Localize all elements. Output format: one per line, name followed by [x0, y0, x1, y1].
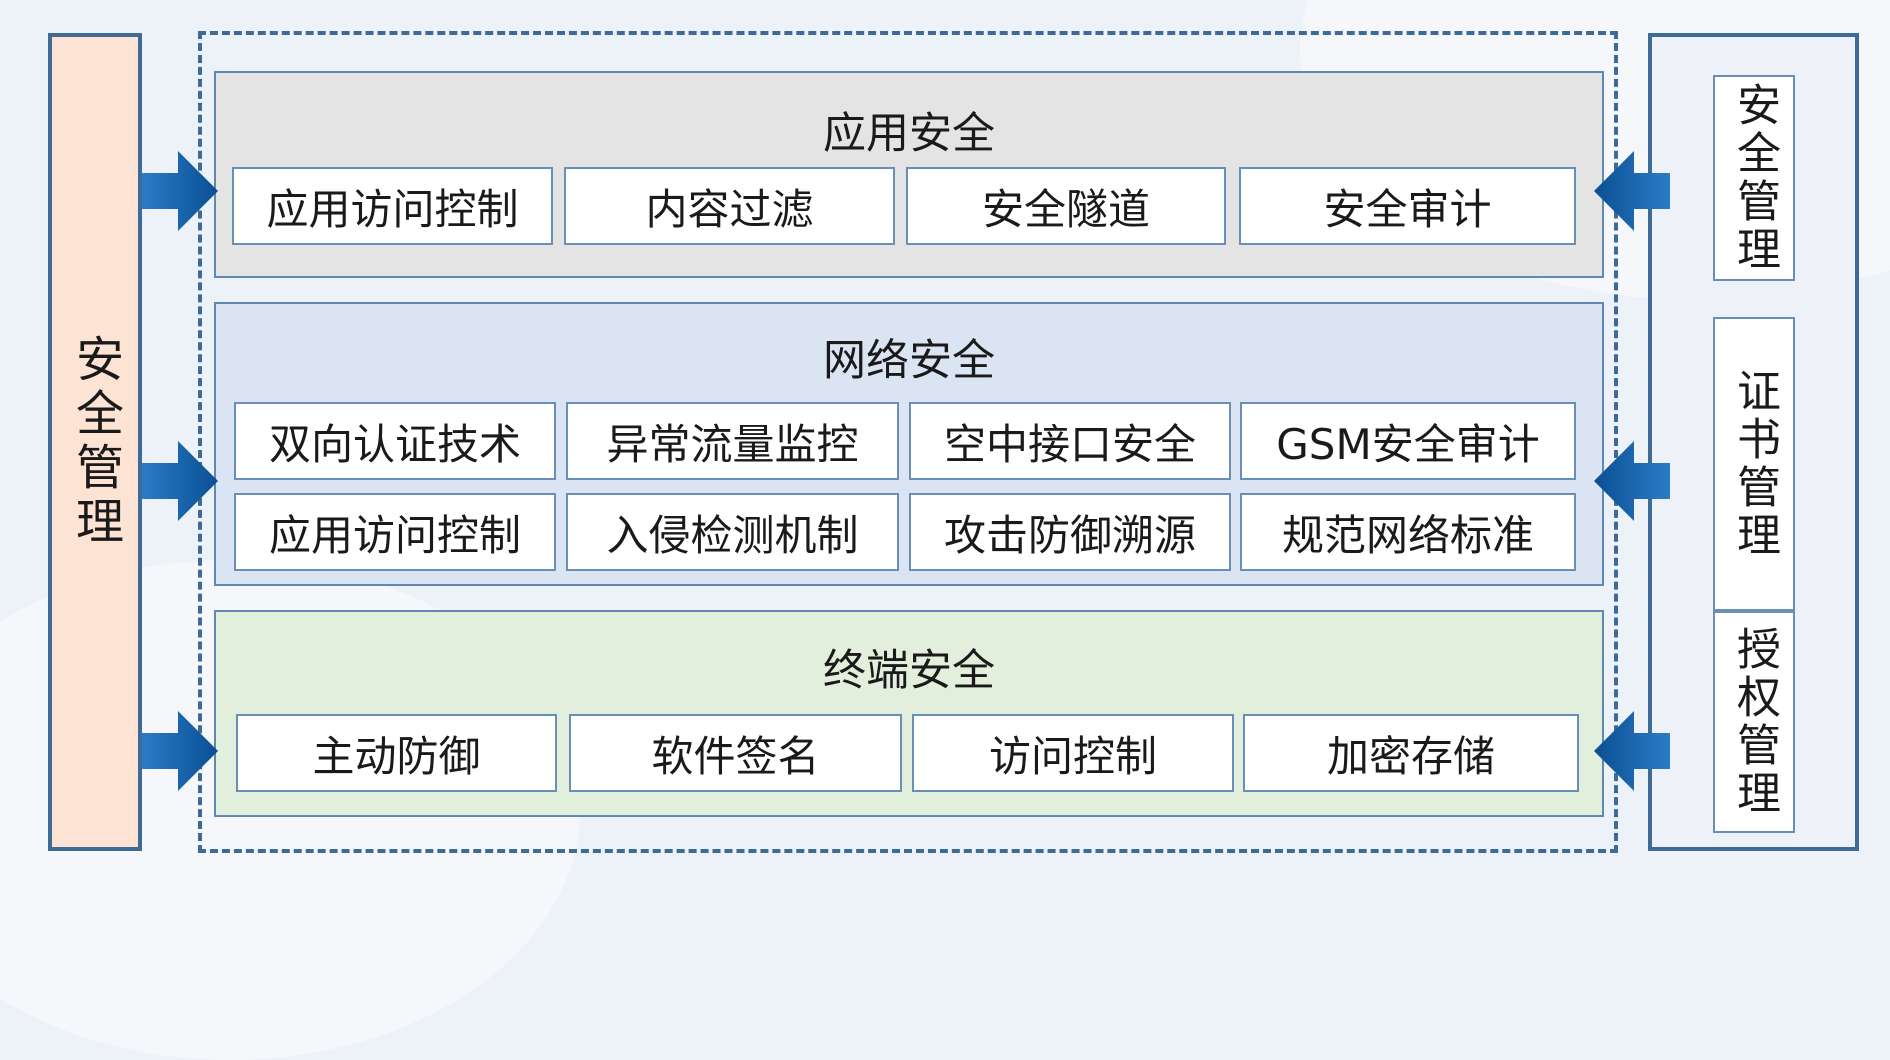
layer-item: 安全审计 [1239, 167, 1576, 245]
layer-item: 安全隧道 [906, 167, 1226, 245]
layer-item: 主动防御 [236, 714, 557, 792]
layer-item: 应用访问控制 [234, 493, 556, 571]
layer-item: GSM安全审计 [1240, 402, 1576, 480]
layer-item: 攻击防御溯源 [909, 493, 1231, 571]
arrow-left-icon [1594, 711, 1670, 791]
layer-item: 空中接口安全 [909, 402, 1231, 480]
arrow-right-icon [142, 151, 218, 231]
security-layers-frame [198, 31, 1618, 853]
layer-item: 规范网络标准 [1240, 493, 1576, 571]
layer-item: 内容过滤 [564, 167, 895, 245]
network-security-layer: 网络安全 双向认证技术 异常流量监控 空中接口安全 GSM安全审计 应用访问控制… [214, 302, 1604, 586]
right-item-certificate-management: 证书管理 [1713, 317, 1795, 611]
layer-item: 异常流量监控 [566, 402, 899, 480]
arrow-left-icon [1594, 151, 1670, 231]
left-bar-label: 安全管理 [67, 334, 123, 550]
left-security-management-bar: 安全管理 [48, 33, 142, 851]
right-item-security-management: 安全管理 [1713, 75, 1795, 281]
layer-item: 加密存储 [1243, 714, 1579, 792]
right-item-label: 安全管理 [1729, 82, 1780, 274]
right-item-label: 证书管理 [1729, 368, 1780, 560]
layer-item: 访问控制 [912, 714, 1234, 792]
arrow-right-icon [142, 441, 218, 521]
application-security-layer: 应用安全 应用访问控制 内容过滤 安全隧道 安全审计 [214, 71, 1604, 278]
arrow-left-icon [1594, 441, 1670, 521]
arrow-right-icon [142, 711, 218, 791]
layer-title: 终端安全 [823, 646, 995, 696]
terminal-security-layer: 终端安全 主动防御 软件签名 访问控制 加密存储 [214, 610, 1604, 817]
right-management-bar: 安全管理 证书管理 授权管理 [1648, 33, 1859, 851]
layer-item: 应用访问控制 [232, 167, 553, 245]
layer-item: 软件签名 [569, 714, 902, 792]
right-item-label: 授权管理 [1729, 626, 1780, 818]
layer-title: 网络安全 [823, 336, 995, 386]
right-item-authorization-management: 授权管理 [1713, 611, 1795, 833]
layer-item: 双向认证技术 [234, 402, 556, 480]
layer-title: 应用安全 [823, 109, 995, 159]
layer-item: 入侵检测机制 [566, 493, 899, 571]
